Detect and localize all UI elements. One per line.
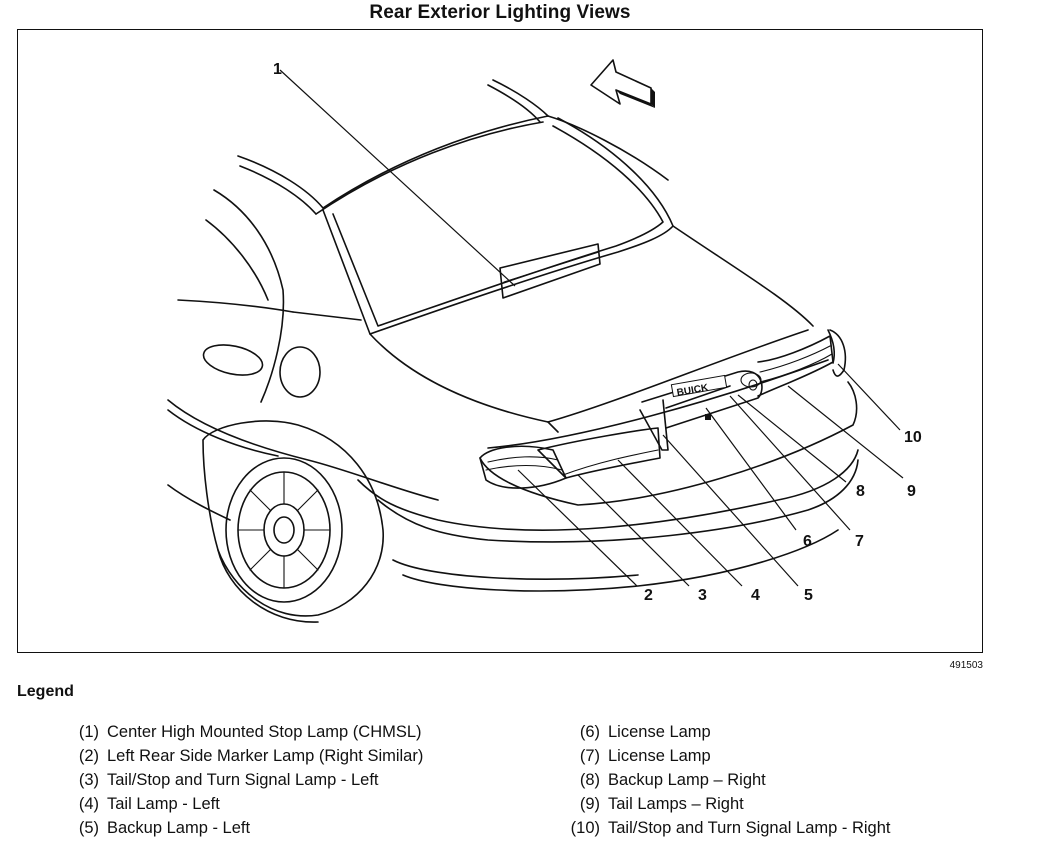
- legend-item: (2) Left Rear Side Marker Lamp (Right Sim…: [57, 744, 424, 768]
- legend-item: (7) License Lamp: [558, 744, 891, 768]
- legend-item: (9) Tail Lamps – Right: [558, 792, 891, 816]
- legend-item-text: Tail Lamps – Right: [608, 795, 744, 813]
- car-body-outline: [167, 79, 859, 592]
- lamp-details: BUICK: [479, 329, 847, 489]
- legend-item-text: Center High Mounted Stop Lamp (CHMSL): [107, 723, 422, 741]
- legend-item: (3) Tail/Stop and Turn Signal Lamp - Left: [57, 768, 423, 792]
- callout-numbers: 1 2 3 4 5 6 7 8 9 10: [273, 61, 922, 604]
- legend-item-number: (2): [78, 747, 99, 765]
- legend-item-text: Tail Lamp - Left: [107, 795, 220, 813]
- legend-item: (5) Backup Lamp - Left: [57, 816, 423, 840]
- legend-item-text: Backup Lamp - Left: [107, 819, 251, 837]
- legend-item: (6) License Lamp: [558, 720, 891, 744]
- callout-2: 2: [644, 587, 653, 604]
- rear-wheel: [202, 420, 384, 623]
- callout-7: 7: [855, 533, 864, 550]
- callout-10: 10: [904, 429, 922, 446]
- callout-4: 4: [751, 587, 760, 604]
- legend-item: (10) Tail/Stop and Turn Signal Lamp - Rig…: [558, 816, 891, 840]
- callout-6: 6: [803, 533, 812, 550]
- callout-3: 3: [698, 587, 707, 604]
- legend-column-right: (6) License Lamp (7) License Lamp (8) Backu…: [558, 720, 891, 840]
- legend-item-number: (9): [579, 795, 600, 813]
- legend-item-number: (4): [78, 795, 99, 813]
- callout-9: 9: [907, 483, 916, 500]
- legend-item-number: (10): [570, 819, 600, 837]
- legend-item-text: Tail/Stop and Turn Signal Lamp - Left: [107, 771, 379, 789]
- legend-item-number: (5): [78, 819, 99, 837]
- legend-item-text: License Lamp: [608, 723, 711, 741]
- callout-5: 5: [804, 587, 813, 604]
- callout-1: 1: [273, 61, 282, 78]
- figure-id: 491503: [949, 660, 983, 671]
- illustration-frame: BUICK 1 2 3 4: [17, 29, 983, 653]
- legend-item: (1) Center High Mounted Stop Lamp (CHMSL): [57, 720, 423, 744]
- legend-item-number: (3): [78, 771, 99, 789]
- legend-item-number: (6): [579, 723, 600, 741]
- diagram-title: Rear Exterior Lighting Views: [369, 2, 631, 23]
- legend-item-text: License Lamp: [608, 747, 711, 765]
- legend-item-text: Tail/Stop and Turn Signal Lamp - Right: [608, 819, 891, 837]
- legend-item: (4) Tail Lamp - Left: [57, 792, 423, 816]
- legend-item-number: (1): [78, 723, 99, 741]
- direction-arrow-icon: [590, 59, 655, 108]
- legend-heading: Legend: [17, 683, 74, 700]
- leader-lines: [279, 69, 904, 587]
- legend-item: (8) Backup Lamp – Right: [558, 768, 891, 792]
- car-rear-illustration: BUICK 1 2 3 4: [167, 59, 922, 623]
- legend-item-text: Backup Lamp – Right: [608, 771, 766, 789]
- legend-item-text: Left Rear Side Marker Lamp (Right Simila…: [107, 747, 424, 765]
- legend-item-number: (7): [579, 747, 600, 765]
- callout-8: 8: [856, 483, 865, 500]
- legend-item-number: (8): [579, 771, 600, 789]
- legend-column-left: (1) Center High Mounted Stop Lamp (CHMSL)…: [57, 720, 424, 840]
